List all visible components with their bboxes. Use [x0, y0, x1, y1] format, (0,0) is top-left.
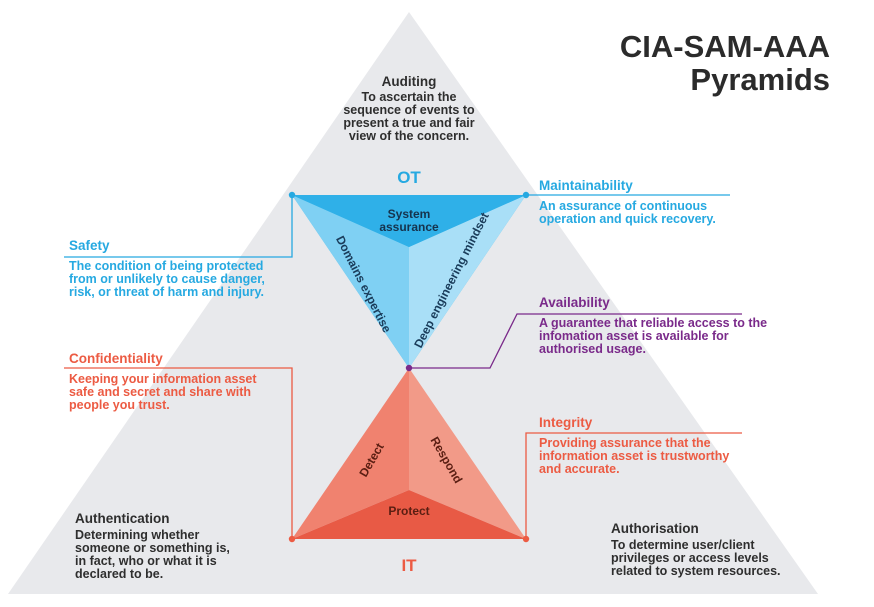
ot-right-dot [522, 191, 530, 199]
title-line-1: CIA-SAM-AAA [619, 29, 830, 64]
availability-connector [409, 313, 742, 369]
it-left-dot [288, 535, 296, 543]
integrity-heading: Integrity [539, 415, 593, 430]
it-face-left [292, 368, 409, 539]
authentication-block: Authentication Determining whether someo… [75, 511, 235, 581]
availability-description: A guarantee that reliable access to the … [539, 316, 768, 356]
ot-label: OT [397, 168, 421, 187]
auditing-block: Auditing To ascertain the sequence of ev… [340, 74, 478, 143]
ot-face-top-inner [292, 195, 526, 247]
authorisation-heading: Authorisation [611, 521, 699, 536]
safety-connector [64, 195, 293, 258]
safety-description: The condition of being protected from or… [69, 259, 265, 299]
maintainability-block: Maintainability An assurance of continuo… [539, 178, 739, 226]
authentication-description: Determining whether someone or something… [75, 528, 230, 581]
ot-face-right [409, 195, 526, 368]
title-line-2: Pyramids [690, 62, 830, 97]
safety-heading: Safety [69, 238, 110, 253]
center-dot [405, 364, 413, 372]
ot-top-label: System assurance [379, 207, 439, 234]
maintainability-heading: Maintainability [539, 178, 633, 193]
confidentiality-description: Keeping your information asset safe and … [69, 372, 257, 412]
safety-block: Safety The condition of being protected … [69, 238, 284, 299]
it-face-right [409, 368, 526, 539]
auditing-heading: Auditing [381, 74, 437, 89]
auditing-description: To ascertain the sequence of events to p… [343, 90, 475, 143]
it-label: IT [401, 556, 417, 575]
maintainability-description: An assurance of continuous operation and… [539, 199, 716, 226]
it-face-bottom [292, 490, 526, 539]
integrity-description: Providing assurance that the information… [539, 436, 730, 476]
integrity-block: Integrity Providing assurance that the i… [539, 415, 749, 476]
ot-face-left [292, 195, 409, 368]
confidentiality-connector [64, 367, 293, 539]
availability-block: Availability A guarantee that reliable a… [539, 295, 769, 356]
integrity-connector [525, 432, 742, 539]
availability-heading: Availability [539, 295, 610, 310]
authorisation-description: To determine user/client privileges or a… [611, 538, 781, 578]
authentication-heading: Authentication [75, 511, 170, 526]
confidentiality-block: Confidentiality Keeping your information… [69, 351, 274, 412]
ot-left-dot [288, 191, 296, 199]
page-title: CIA-SAM-AAA Pyramids [560, 30, 830, 96]
authorisation-block: Authorisation To determine user/client p… [611, 521, 801, 578]
confidentiality-heading: Confidentiality [69, 351, 163, 366]
it-bottom-label: Protect [388, 504, 429, 518]
it-right-dot [522, 535, 530, 543]
